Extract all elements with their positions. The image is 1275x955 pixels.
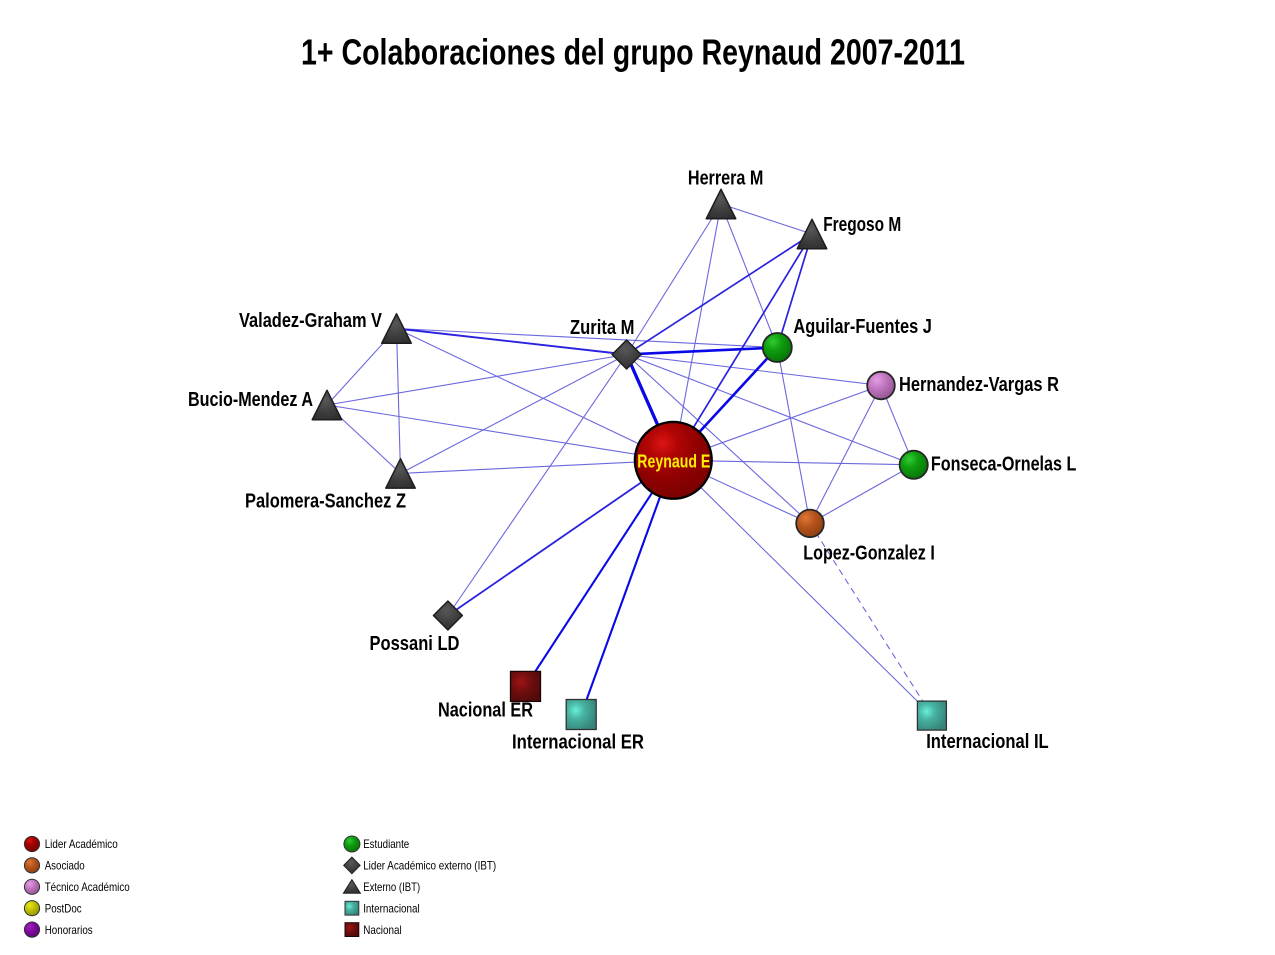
svg-text:Zurita M: Zurita M (570, 317, 635, 339)
svg-text:Reynaud E: Reynaud E (637, 452, 710, 472)
svg-text:Asociado: Asociado (45, 859, 85, 873)
svg-text:Honorarios: Honorarios (45, 923, 93, 937)
svg-text:Internacional ER: Internacional ER (512, 732, 644, 754)
svg-text:Hernandez-Vargas R: Hernandez-Vargas R (899, 374, 1059, 396)
svg-text:Nacional: Nacional (363, 923, 402, 937)
svg-text:Bucio-Mendez A: Bucio-Mendez A (188, 389, 313, 411)
svg-text:Valadez-Graham V: Valadez-Graham V (239, 310, 383, 332)
svg-text:Fregoso M: Fregoso M (823, 214, 901, 236)
svg-text:Lider Académico: Lider Académico (45, 837, 118, 851)
svg-text:Lider Académico externo (IBT): Lider Académico externo (IBT) (363, 859, 496, 873)
svg-text:Fonseca-Ornelas L: Fonseca-Ornelas L (931, 454, 1077, 476)
svg-text:Externo (IBT): Externo (IBT) (363, 880, 420, 894)
svg-text:Herrera M: Herrera M (688, 168, 764, 190)
svg-text:Aguilar-Fuentes J: Aguilar-Fuentes J (793, 316, 932, 338)
svg-text:Nacional ER: Nacional ER (438, 700, 533, 722)
svg-text:PostDoc: PostDoc (45, 901, 82, 915)
svg-text:Internacional: Internacional (363, 901, 420, 915)
svg-text:1+ Colaboraciones del grupo Re: 1+ Colaboraciones del grupo Reynaud 2007… (301, 32, 965, 73)
svg-text:Lopez-Gonzalez I: Lopez-Gonzalez I (803, 543, 935, 565)
svg-text:Técnico Académico: Técnico Académico (45, 880, 130, 894)
svg-text:Palomera-Sanchez Z: Palomera-Sanchez Z (245, 491, 406, 513)
svg-text:Internacional IL: Internacional IL (926, 731, 1048, 753)
svg-text:Possani LD: Possani LD (370, 633, 460, 655)
svg-text:Estudiante: Estudiante (363, 837, 409, 851)
